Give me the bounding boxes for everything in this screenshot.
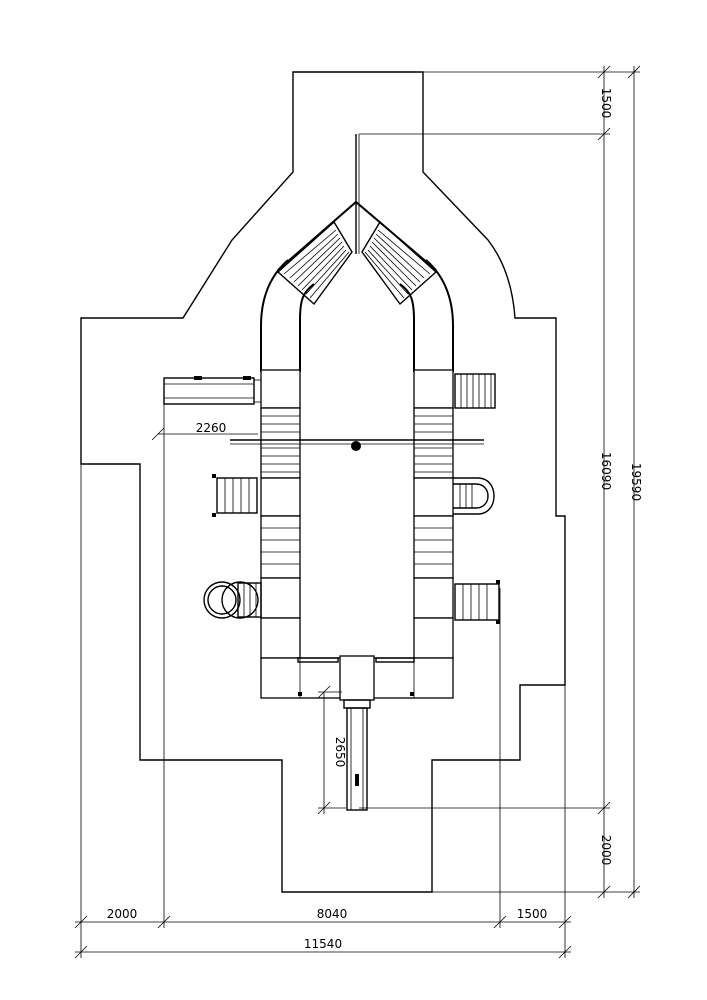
dim-inner-height: 16090	[599, 452, 613, 490]
dim-top-offset: 1500	[599, 88, 613, 119]
left-ladder	[212, 474, 258, 517]
left-top-slide	[163, 376, 262, 405]
cross-beam	[230, 439, 484, 451]
dim-total-height: 19590	[629, 463, 643, 501]
dim-bottom-right: 1500	[517, 907, 548, 921]
right-tower-column	[413, 369, 454, 659]
left-ring-climber	[203, 581, 262, 619]
dim-left-offset: 2260	[196, 421, 227, 435]
arch-stair-right	[361, 220, 438, 306]
right-bottom-ladder	[454, 580, 500, 624]
dim-bottom-offset: 2000	[599, 835, 613, 866]
dim-bottom-left: 2000	[107, 907, 138, 921]
bottom-slide	[343, 699, 371, 811]
dimension-lines	[74, 65, 641, 959]
right-top-stair	[454, 373, 496, 409]
dim-total-width: 11540	[304, 937, 342, 951]
bottom-platform	[260, 655, 454, 701]
site-boundary	[80, 71, 566, 893]
left-tower-column	[260, 369, 301, 659]
structure-outline	[260, 134, 454, 372]
dim-slide-length: 2650	[333, 737, 347, 768]
arch-stair-left	[276, 220, 353, 306]
dim-bottom-middle: 8040	[317, 907, 348, 921]
right-arch-climber	[453, 477, 495, 515]
